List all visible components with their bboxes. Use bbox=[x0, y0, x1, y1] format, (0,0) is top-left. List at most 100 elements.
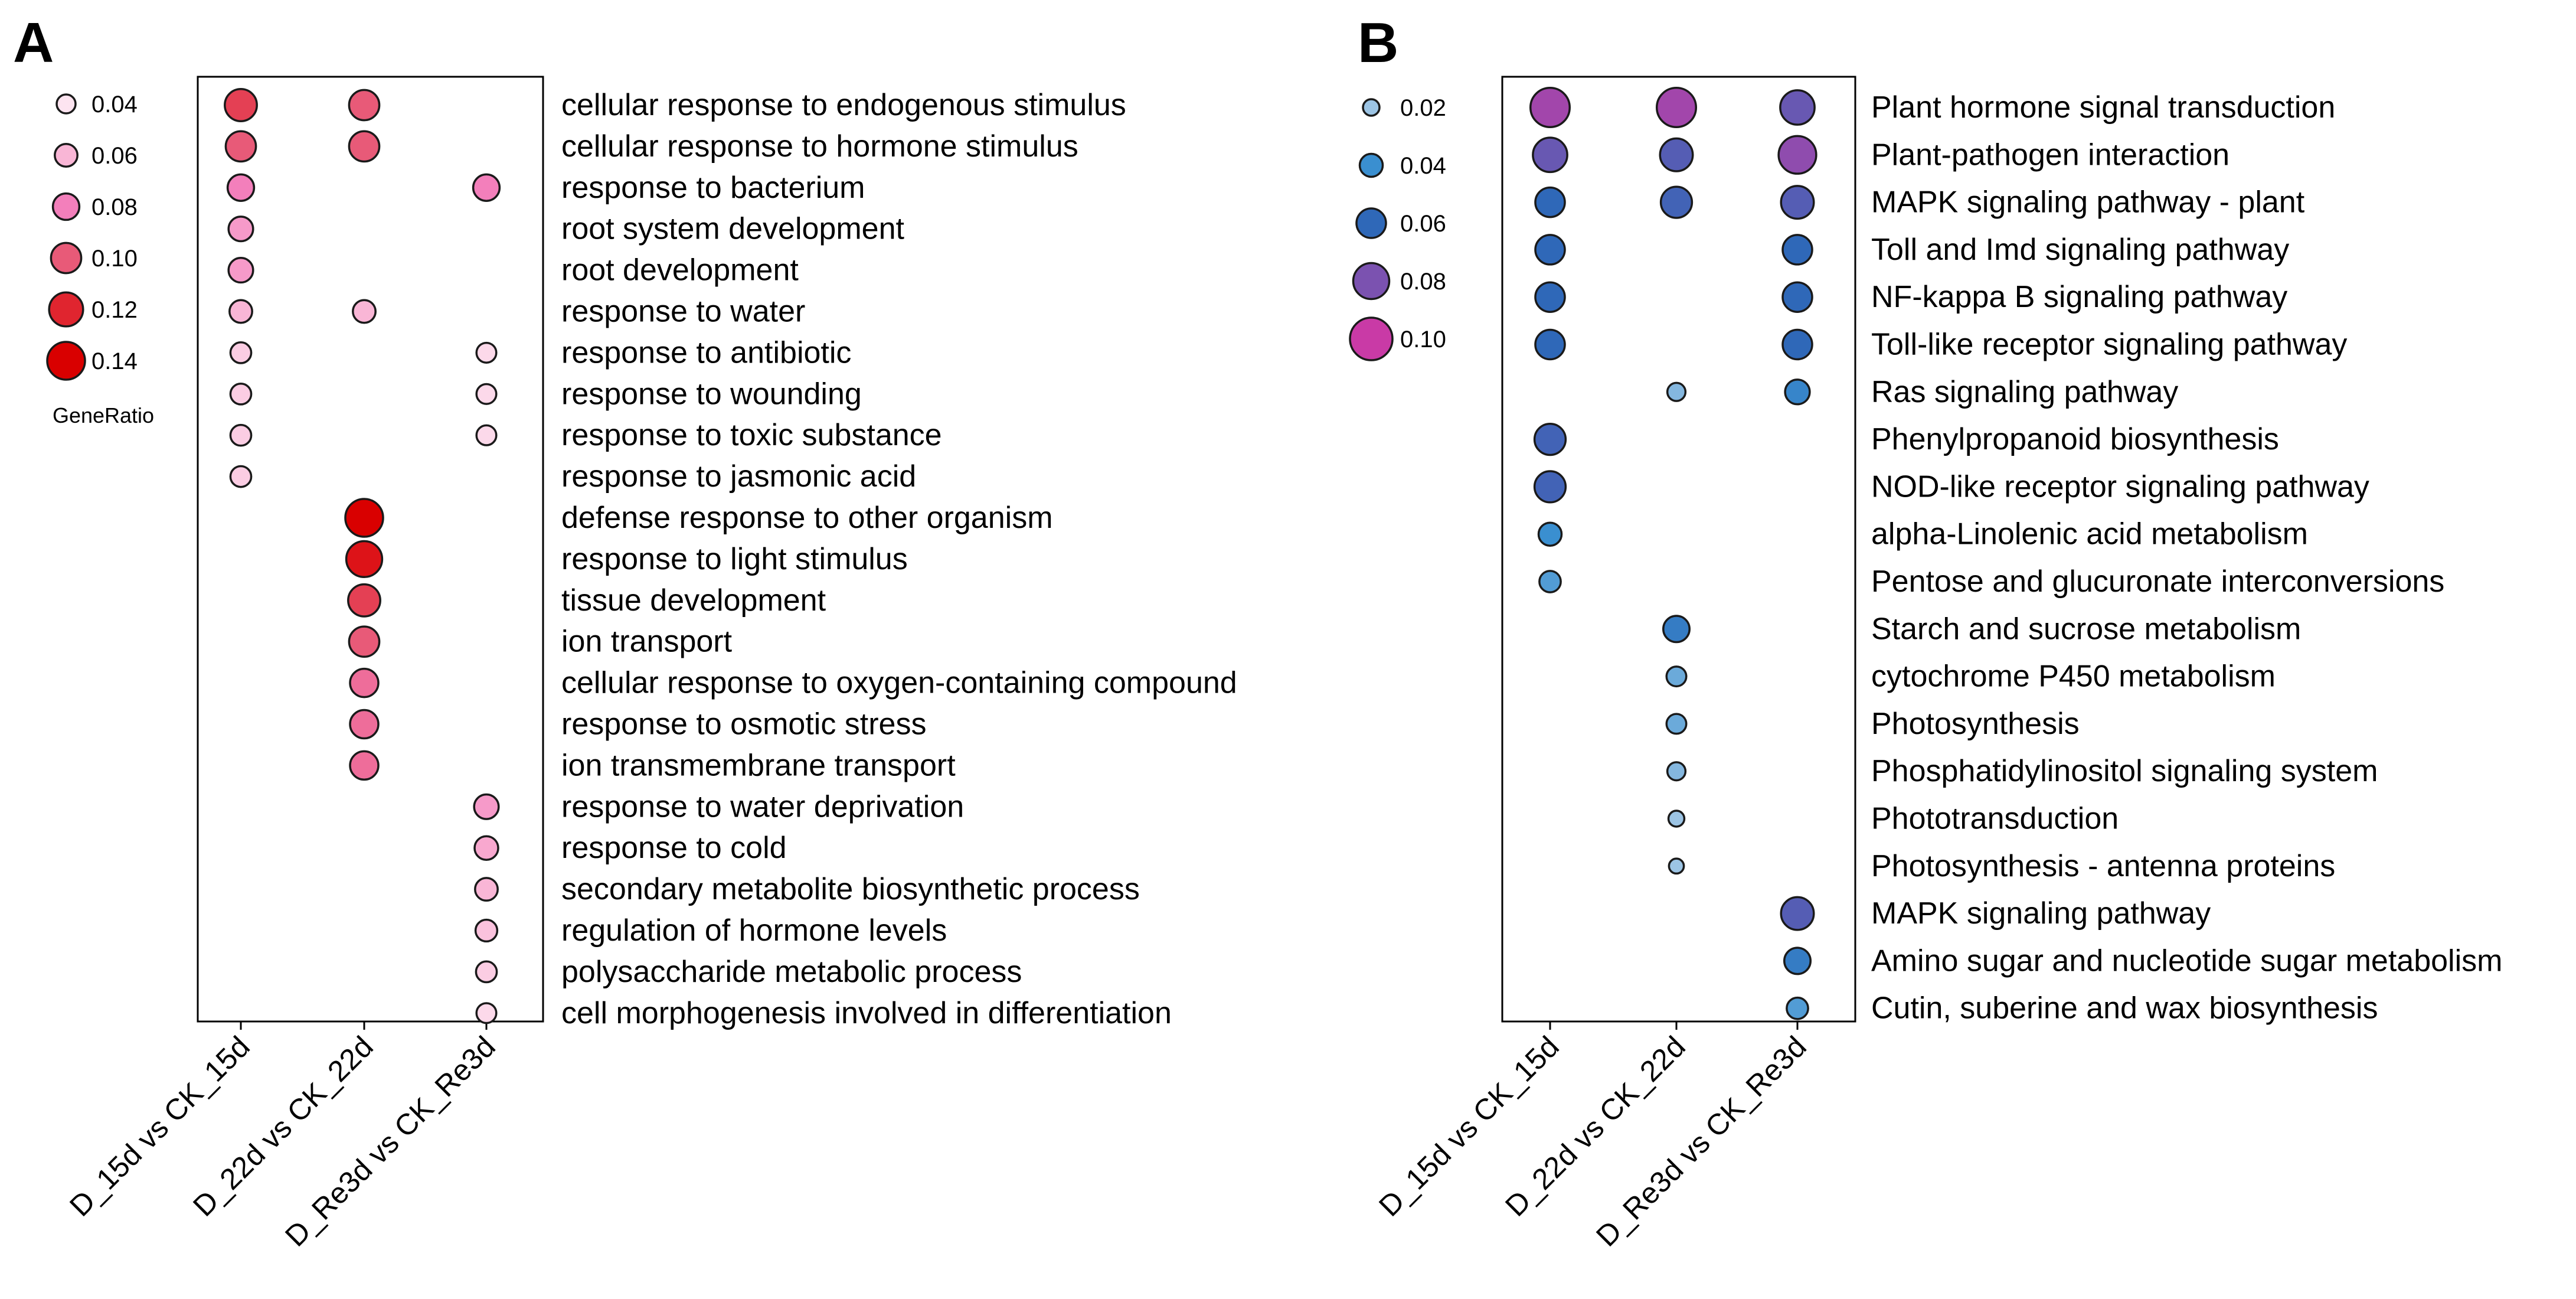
data-point bbox=[229, 382, 253, 406]
data-point bbox=[1781, 281, 1813, 313]
term-label: tissue development bbox=[561, 583, 826, 618]
data-point bbox=[229, 423, 253, 447]
term-label: Pentose and glucuronate interconversions bbox=[1871, 564, 2444, 599]
term-label: Amino sugar and nucleotide sugar metabol… bbox=[1871, 944, 2502, 978]
data-point bbox=[1783, 946, 1812, 975]
data-point bbox=[348, 130, 381, 163]
data-point bbox=[473, 835, 499, 861]
data-point bbox=[224, 130, 257, 163]
term-label: ion transmembrane transport bbox=[561, 748, 956, 782]
data-point bbox=[1780, 896, 1815, 931]
term-label: response to cold bbox=[561, 831, 787, 865]
data-point bbox=[475, 383, 498, 405]
data-point bbox=[1538, 570, 1562, 593]
legend-label: 0.02 bbox=[1400, 95, 1446, 121]
panel-a-chart: A 0.040.060.080.100.120.14 D_15d vs CK_1… bbox=[13, 11, 1237, 1253]
term-label: Phenylpropanoid biosynthesis bbox=[1871, 422, 2279, 456]
data-point bbox=[1781, 234, 1813, 266]
panel-b-legend: 0.020.040.060.080.10 bbox=[1349, 95, 1446, 361]
term-label: defense response to other organism bbox=[561, 501, 1053, 535]
term-label: Ras signaling pathway bbox=[1871, 375, 2178, 409]
legend-label: 0.06 bbox=[1400, 211, 1446, 237]
data-point bbox=[475, 960, 498, 984]
data-point bbox=[1781, 328, 1813, 361]
term-label: response to osmotic stress bbox=[561, 707, 926, 742]
panel-b-label: B bbox=[1358, 11, 1398, 74]
term-label: Starch and sucrose metabolism bbox=[1871, 612, 2301, 646]
data-point bbox=[229, 341, 253, 364]
data-point bbox=[1534, 281, 1566, 313]
plot-frame bbox=[1501, 76, 1856, 1023]
data-point bbox=[1666, 761, 1687, 782]
term-label: Phototransduction bbox=[1871, 802, 2119, 836]
data-point bbox=[1777, 135, 1817, 175]
legend-swatch bbox=[46, 341, 86, 381]
legend-swatch bbox=[1352, 262, 1391, 301]
legend-swatch bbox=[1355, 207, 1387, 239]
term-label: root system development bbox=[561, 212, 904, 246]
term-label: cellular response to endogenous stimulus bbox=[561, 88, 1126, 122]
data-point bbox=[348, 625, 381, 658]
legend-swatch bbox=[54, 143, 79, 168]
data-point bbox=[473, 793, 500, 820]
data-point bbox=[1668, 857, 1685, 875]
term-label: Toll and Imd signaling pathway bbox=[1871, 233, 2289, 267]
data-point bbox=[1666, 381, 1687, 402]
legend-swatch bbox=[1358, 152, 1384, 178]
legend-swatch bbox=[55, 93, 77, 115]
data-point bbox=[1665, 665, 1688, 688]
legend-label: 0.10 bbox=[91, 246, 138, 272]
term-label: Plant-pathogen interaction bbox=[1871, 138, 2230, 172]
term-label: NF-kappa B signaling pathway bbox=[1871, 280, 2287, 314]
data-point bbox=[349, 667, 380, 699]
data-point bbox=[227, 257, 254, 284]
term-label: response to jasmonic acid bbox=[561, 459, 916, 494]
data-point bbox=[345, 540, 384, 579]
data-point bbox=[349, 709, 380, 740]
term-label: cellular response to oxygen-containing c… bbox=[561, 666, 1237, 700]
data-point bbox=[1532, 136, 1568, 174]
data-point bbox=[474, 918, 499, 943]
data-point bbox=[475, 424, 498, 446]
data-point bbox=[472, 173, 501, 202]
term-label: response to bacterium bbox=[561, 171, 865, 205]
data-point bbox=[1659, 137, 1694, 172]
data-point bbox=[1529, 87, 1571, 128]
term-label: cell morphogenesis involved in different… bbox=[561, 996, 1172, 1030]
data-point bbox=[1533, 470, 1567, 504]
data-point bbox=[1533, 422, 1567, 456]
term-label: response to antibiotic bbox=[561, 335, 851, 370]
legend-label: 0.04 bbox=[91, 92, 138, 118]
data-point bbox=[226, 173, 256, 202]
data-point bbox=[1656, 87, 1697, 128]
data-point bbox=[1779, 89, 1816, 126]
data-point bbox=[475, 1002, 498, 1024]
panel-a-label: A bbox=[13, 11, 54, 74]
term-label: response to water deprivation bbox=[561, 789, 964, 824]
panel-a-legend-title: GeneRatio bbox=[53, 403, 154, 427]
legend-swatch bbox=[51, 192, 81, 221]
data-point bbox=[1537, 521, 1563, 547]
term-label: MAPK signaling pathway - plant bbox=[1871, 185, 2305, 220]
legend-label: 0.10 bbox=[1400, 327, 1446, 353]
data-point bbox=[227, 216, 254, 243]
term-label: ion transport bbox=[561, 625, 733, 659]
term-label: polysaccharide metabolic process bbox=[561, 955, 1022, 989]
data-point bbox=[352, 299, 377, 324]
data-point bbox=[475, 341, 498, 364]
data-point bbox=[347, 583, 381, 618]
data-point bbox=[1662, 615, 1691, 644]
legend-label: 0.14 bbox=[91, 348, 138, 374]
data-point bbox=[1786, 996, 1809, 1020]
term-label: alpha-Linolenic acid metabolism bbox=[1871, 517, 2308, 551]
x-tick-label: D_Re3d vs CK_Re3d bbox=[1590, 1030, 1813, 1253]
term-label: cytochrome P450 metabolism bbox=[1871, 660, 2276, 694]
term-label: response to water bbox=[561, 295, 805, 329]
legend-label: 0.06 bbox=[91, 143, 138, 169]
data-point bbox=[348, 89, 381, 122]
legend-swatch bbox=[1349, 316, 1394, 361]
term-label: secondary metabolite biosynthetic proces… bbox=[561, 872, 1140, 906]
plot-frame bbox=[197, 76, 544, 1023]
legend-label: 0.08 bbox=[91, 194, 138, 220]
